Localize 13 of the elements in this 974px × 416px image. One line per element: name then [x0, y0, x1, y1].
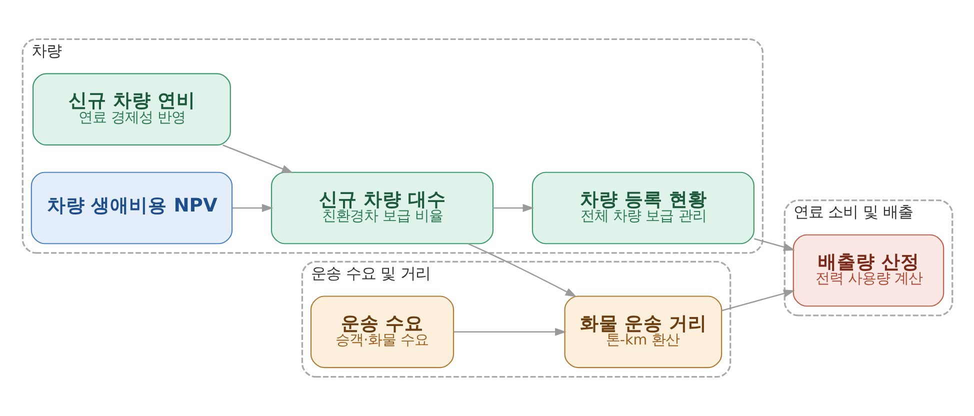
node-box: 차량 등록 현황 전체 차량 보급 관리 [531, 172, 754, 244]
node-box: 차량 생애비용 NPV [30, 172, 232, 244]
arrow [453, 328, 566, 336]
arrow [754, 238, 795, 251]
arrow [222, 144, 293, 174]
arrow [721, 290, 795, 312]
node-box: 운송 수요 승객·화물 수요 [310, 296, 454, 368]
arrow [232, 204, 273, 212]
arrow [492, 204, 534, 212]
node-box: 신규 차량 연비 연료 경제성 반영 [32, 73, 230, 146]
node-box: 화물 운송 거리 톤-km 환산 [564, 296, 722, 368]
node-box: 신규 차량 대수 친환경차 보급 비율 [270, 172, 494, 244]
node-box: 배출량 산정 전력 사용량 계산 [792, 234, 944, 307]
